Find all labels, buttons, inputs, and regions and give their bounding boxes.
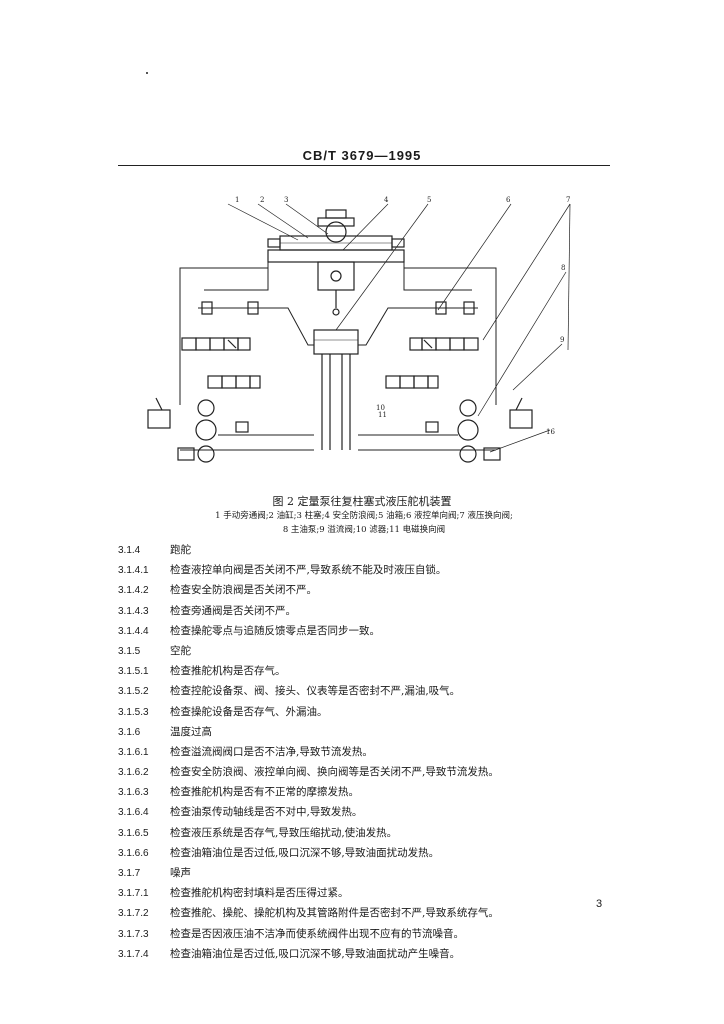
hydraulic-diagram-svg: 1 2 3 4 5 6 7 8 9 10 11 16 — [147, 196, 571, 463]
callout-10: 10 — [376, 404, 385, 412]
right-valve-group — [385, 301, 479, 389]
page-number: 3 — [596, 898, 603, 910]
oil-tank — [313, 329, 359, 450]
callout-5: 5 — [427, 196, 431, 204]
pipe-circuit — [179, 256, 497, 451]
callout-1: 1 — [235, 196, 239, 204]
callout-6: 6 — [506, 196, 511, 204]
callout-7: 7 — [566, 196, 570, 204]
figure-legend-line-1: 1 手动旁通阀;2 油缸;3 柱塞;4 安全防浪阀;5 油箱;6 液控单向阀;7… — [215, 511, 513, 521]
left-pump-set — [147, 397, 249, 463]
callout-16: 16 — [546, 428, 555, 436]
callout-3: 3 — [284, 196, 288, 204]
standard-number: CB/T 3679—1995 — [302, 148, 422, 163]
callout-4: 4 — [384, 196, 389, 204]
hydraulic-diagram: 1 2 3 4 5 6 7 8 9 10 11 16 — [118, 190, 610, 490]
callout-8: 8 — [561, 264, 565, 272]
header-rule — [118, 165, 610, 166]
scan-speck — [146, 72, 148, 74]
callout-11: 11 — [378, 411, 387, 419]
leader-lines — [227, 203, 571, 453]
figure-legend-line-2: 8 主油泵;9 溢流阀;10 滤器;11 电磁换向阀 — [282, 525, 446, 535]
left-valve-group — [181, 301, 261, 389]
callout-9: 9 — [560, 336, 564, 344]
figure-caption: 图 2 定量泵往复柱塞式液压舵机装置 — [272, 495, 452, 508]
safety-valve-block — [267, 249, 405, 316]
ram-cylinder — [267, 209, 405, 251]
right-pump-set — [425, 397, 533, 463]
callout-2: 2 — [260, 196, 264, 204]
